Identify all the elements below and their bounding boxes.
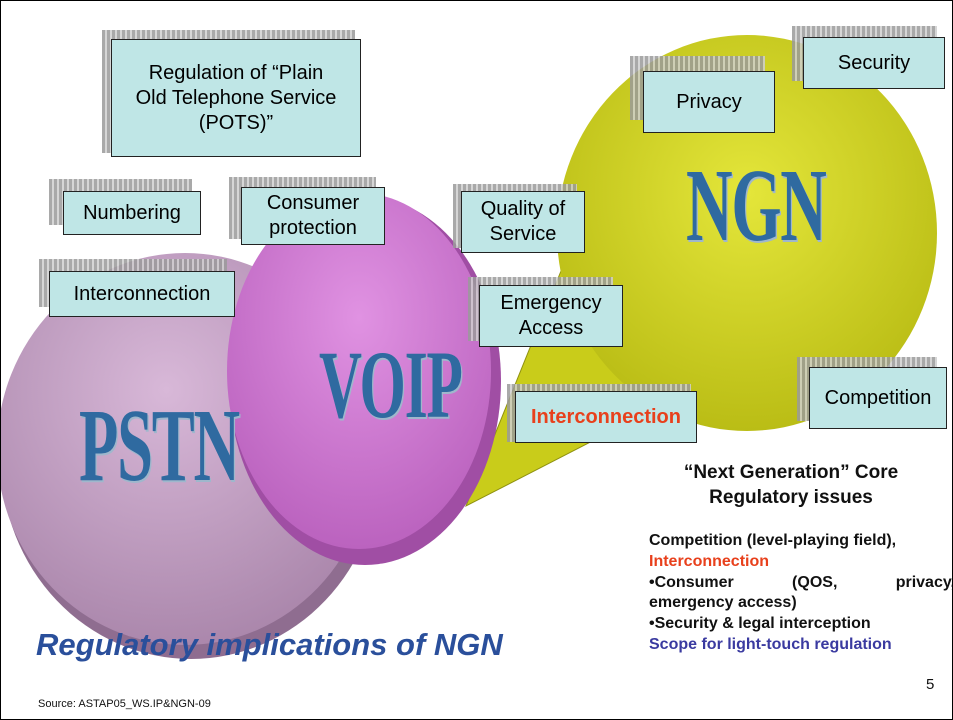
core-issues-title: “Next Generation” Core Regulatory issues [683, 462, 899, 508]
core-issues-list: Competition (level-playing field), Inter… [649, 531, 953, 656]
voip-label: VOIP [319, 331, 463, 438]
qos-box: Quality of Service [461, 191, 585, 253]
ngn-label: NGN [686, 148, 827, 263]
core-line-competition: Competition (level-playing field), [649, 532, 897, 549]
interconnection-ngn-box: Interconnection [515, 391, 697, 443]
ngn-ellipse [557, 35, 937, 431]
voip-disc [227, 193, 491, 549]
core-line-scope: Scope for light-touch regulation [649, 635, 892, 653]
core-line-security: •Security & legal interception [649, 615, 871, 633]
slide-headline: Regulatory implications of NGN [36, 627, 503, 662]
security-box: Security [803, 37, 945, 89]
emergency-access-box: Emergency Access [479, 285, 623, 347]
source-note: Source: ASTAP05_WS.IP&NGN-09 [38, 698, 211, 710]
core-line-emergency: emergency access) [649, 594, 797, 612]
pots-box: Regulation of “Plain Old Telephone Servi… [111, 39, 361, 157]
core-consumer-b: (QOS, [792, 573, 838, 591]
competition-box: Competition [809, 367, 947, 429]
numbering-box: Numbering [63, 191, 201, 235]
pstn-label: PSTN [79, 388, 240, 503]
page-number: 5 [926, 676, 935, 693]
consumer-protection-box: Consumer protection [241, 187, 385, 245]
interconnection-box: Interconnection [49, 271, 235, 317]
core-consumer-c: privacy, [895, 573, 953, 591]
core-line-consumer: •Consumer (QOS, privacy, [649, 573, 953, 594]
core-consumer-a: •Consumer [649, 573, 734, 591]
core-line-interconnection: Interconnection [649, 552, 770, 570]
privacy-box: Privacy [643, 71, 775, 133]
